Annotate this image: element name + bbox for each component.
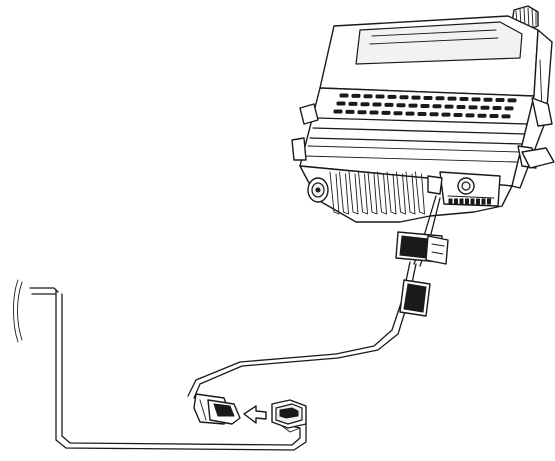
vent-slot xyxy=(441,112,451,117)
vent-slot xyxy=(459,97,469,101)
vent-slot xyxy=(429,112,439,117)
rear-port-block xyxy=(427,171,501,207)
heatsink-fin xyxy=(405,171,416,215)
vent-slot xyxy=(504,106,514,111)
heatsink-fin xyxy=(377,171,387,215)
vent-slot xyxy=(468,105,478,110)
vent-slot xyxy=(336,101,346,106)
vent-slot xyxy=(339,93,349,98)
heatsink-fin xyxy=(358,171,368,215)
vent-slot xyxy=(345,109,355,114)
vent-slot xyxy=(495,98,505,103)
vent-slot xyxy=(444,104,454,109)
vent-slot xyxy=(381,110,391,115)
vent-slot xyxy=(489,114,499,119)
vent-slot xyxy=(357,110,367,115)
vent-slot xyxy=(405,111,415,116)
vent-slot xyxy=(351,93,361,98)
vent-slot xyxy=(333,109,343,114)
radio-transceiver-icon xyxy=(291,5,555,223)
connector-pin xyxy=(459,198,464,205)
connector-pin xyxy=(470,198,475,205)
vent-slot xyxy=(480,105,490,110)
heatsink-fin xyxy=(329,171,340,215)
vent-slot xyxy=(477,113,487,118)
vent-slot xyxy=(372,102,382,107)
vent-slot xyxy=(435,96,445,101)
vent-slot xyxy=(465,113,475,118)
vent-slot xyxy=(411,95,421,100)
vent-slot xyxy=(492,106,502,111)
vent-slot xyxy=(363,94,373,99)
vent-slot xyxy=(375,94,385,99)
vent-slot xyxy=(471,97,481,102)
socket-icon xyxy=(271,399,307,433)
vent-slot xyxy=(453,113,463,117)
heatsink-fin xyxy=(386,171,397,215)
vent-slot xyxy=(396,103,406,108)
vent-slot xyxy=(393,111,403,116)
connector-pin xyxy=(481,198,486,205)
connector-pin xyxy=(454,198,458,205)
vent-slots xyxy=(333,93,517,119)
vent-slot xyxy=(432,104,442,109)
connector-pin xyxy=(487,198,491,205)
vent-slot xyxy=(360,102,370,107)
heatsink-fins xyxy=(329,171,425,215)
heatsink-fin xyxy=(339,171,349,215)
vent-slot xyxy=(423,95,433,100)
vent-slot xyxy=(399,95,409,100)
heatsink-fin xyxy=(396,171,406,215)
vent-slot xyxy=(387,94,397,99)
vent-slot xyxy=(507,98,517,103)
connector-pin xyxy=(476,198,480,205)
vent-slot xyxy=(447,96,457,101)
antenna-connector-icon xyxy=(307,177,329,203)
ferrite-block-icon xyxy=(399,279,431,317)
vent-slot xyxy=(456,105,466,109)
arrow-left-icon xyxy=(243,405,267,424)
heatsink-fin xyxy=(348,171,359,215)
connector-pins xyxy=(448,198,491,205)
heatsink-fin xyxy=(367,171,378,215)
vent-slot xyxy=(483,97,493,102)
vent-slot xyxy=(408,103,418,108)
plug-icon xyxy=(193,393,241,425)
connector-pin xyxy=(448,198,453,205)
vent-slot xyxy=(348,101,358,106)
vent-slot xyxy=(420,103,430,108)
connector-pin xyxy=(465,198,469,205)
plug-icon xyxy=(395,231,449,265)
vent-slot xyxy=(417,111,427,116)
vent-slot xyxy=(369,110,379,115)
heatsink-fin xyxy=(415,171,425,215)
vent-slot xyxy=(501,114,511,119)
vent-slot xyxy=(384,102,394,107)
